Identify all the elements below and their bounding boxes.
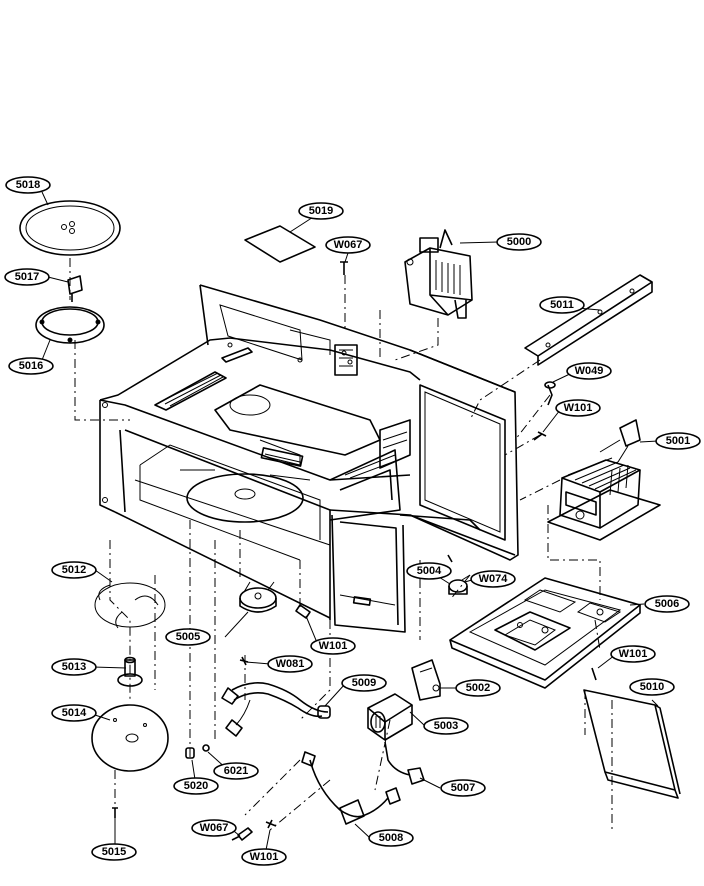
svg-text:W067: W067 [334, 239, 363, 251]
svg-text:5000: 5000 [507, 236, 531, 248]
callout-5015: 5015 [91, 843, 137, 861]
callout-5009: 5009 [341, 674, 387, 692]
oven-cavity [99, 284, 519, 633]
svg-text:5020: 5020 [184, 780, 208, 792]
coupler [67, 275, 83, 302]
callout-5003: 5003 [423, 717, 469, 735]
svg-text:W067: W067 [200, 822, 229, 834]
callout-w074: W074 [470, 570, 516, 588]
lamp-socket [185, 744, 210, 759]
callout-w101-d: W101 [241, 848, 287, 866]
callout-5018: 5018 [5, 176, 51, 194]
hv-capacitor [367, 693, 413, 741]
svg-text:5019: 5019 [309, 205, 333, 217]
svg-text:5018: 5018 [16, 179, 40, 191]
callout-w081: W081 [267, 655, 313, 673]
svg-text:5003: 5003 [434, 720, 458, 732]
callout-5012: 5012 [51, 561, 97, 579]
hv-transformer [547, 419, 661, 541]
svg-text:W074: W074 [479, 573, 509, 585]
callout-5007: 5007 [440, 779, 486, 797]
callout-5008: 5008 [368, 829, 414, 847]
callout-5011: 5011 [539, 296, 585, 314]
callout-6021: 6021 [213, 762, 259, 780]
callout-w067-bottom: W067 [191, 819, 237, 837]
fan-motor [239, 581, 277, 613]
screws [112, 261, 597, 841]
svg-text:5012: 5012 [62, 564, 86, 576]
callout-5002: 5002 [455, 679, 501, 697]
callout-5014: 5014 [51, 704, 97, 722]
svg-text:W049: W049 [575, 365, 604, 377]
svg-text:W101: W101 [619, 648, 648, 660]
svg-text:5017: 5017 [15, 271, 39, 283]
callout-5013: 5013 [51, 658, 97, 676]
svg-text:5007: 5007 [451, 782, 475, 794]
svg-text:W101: W101 [250, 851, 279, 863]
svg-text:5008: 5008 [379, 832, 403, 844]
fuse-wire [384, 741, 425, 785]
mounting-bracket [524, 274, 653, 366]
svg-text:5010: 5010 [640, 681, 664, 693]
magnetron [404, 229, 473, 319]
svg-text:5004: 5004 [417, 565, 442, 577]
svg-text:W101: W101 [319, 640, 348, 652]
svg-text:5001: 5001 [666, 435, 690, 447]
svg-text:5009: 5009 [352, 677, 376, 689]
callout-5006: 5006 [644, 595, 690, 613]
callout-w101-c: W101 [610, 645, 656, 663]
label-plate [244, 225, 316, 263]
callout-5001: 5001 [655, 432, 701, 450]
svg-text:5011: 5011 [550, 299, 574, 311]
svg-text:5005: 5005 [176, 631, 200, 643]
svg-text:5015: 5015 [102, 846, 126, 858]
roller-ring [35, 306, 105, 344]
callout-w101-b: W101 [310, 637, 356, 655]
callout-w049: W049 [566, 362, 612, 380]
thermostat [448, 574, 471, 595]
side-panel [583, 689, 681, 799]
svg-text:5002: 5002 [466, 682, 490, 694]
fan-blade [94, 582, 166, 629]
turntable-tray [19, 200, 121, 256]
svg-text:6021: 6021 [224, 765, 248, 777]
hv-bracket [411, 659, 441, 701]
svg-text:5016: 5016 [19, 360, 43, 372]
wire-harness [221, 682, 331, 737]
svg-text:5014: 5014 [62, 707, 87, 719]
callout-5017: 5017 [4, 268, 50, 286]
callout-5020: 5020 [173, 777, 219, 795]
callout-5005: 5005 [165, 628, 211, 646]
callout-5000: 5000 [496, 233, 542, 251]
base-plate [449, 577, 641, 689]
svg-text:5006: 5006 [655, 598, 679, 610]
svg-text:5013: 5013 [62, 661, 86, 673]
callout-w101-a: W101 [555, 399, 601, 417]
callout-5010: 5010 [629, 678, 675, 696]
callout-5004: 5004 [406, 562, 452, 580]
callout-5019: 5019 [298, 202, 344, 220]
diode-cord [301, 751, 401, 825]
svg-text:W101: W101 [564, 402, 593, 414]
bottom-cover [91, 704, 169, 772]
callout-w067-top: W067 [325, 236, 371, 254]
svg-text:W081: W081 [276, 658, 305, 670]
callout-5016-top: 5016 [8, 357, 54, 375]
